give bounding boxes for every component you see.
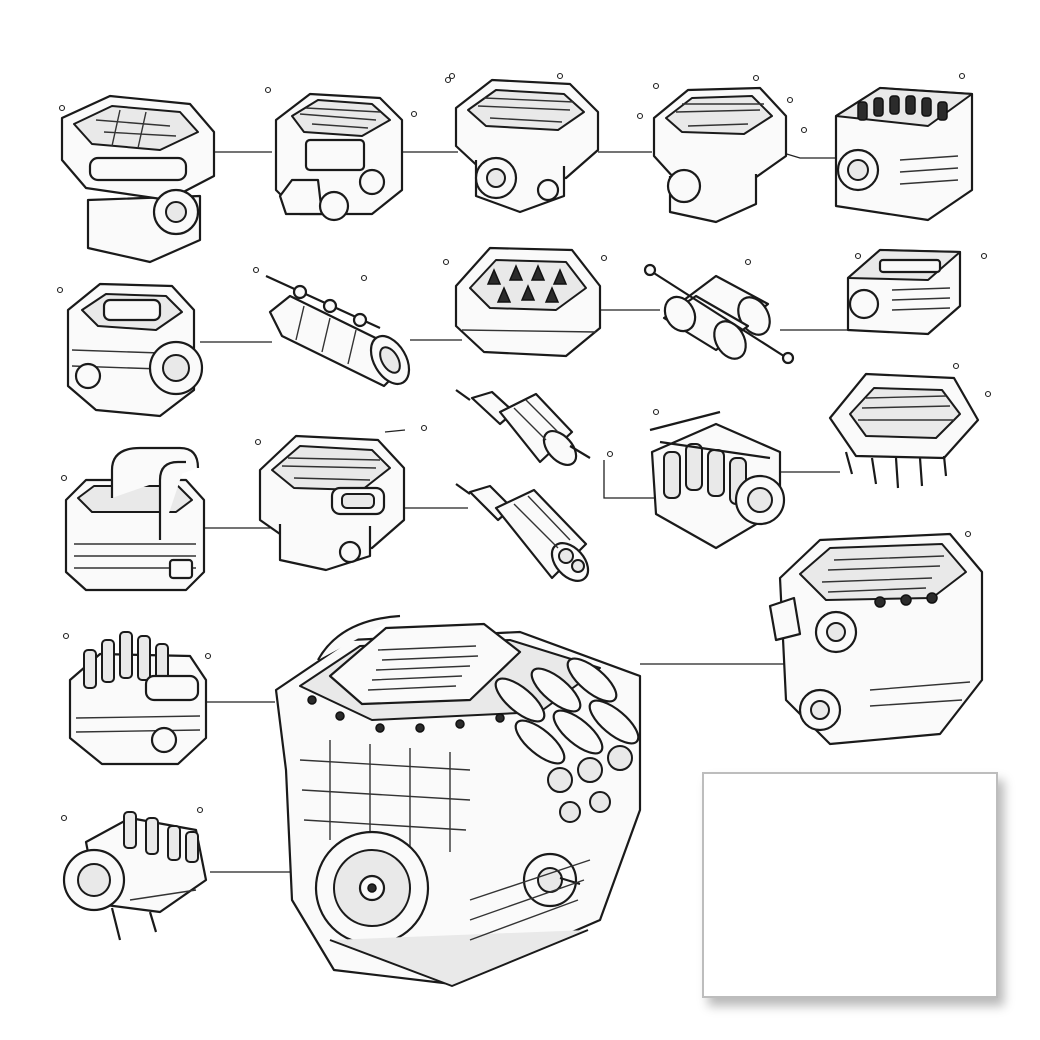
leader-lines (195, 151, 848, 873)
label-markers (448, 72, 808, 458)
cylinder-head-unit (768, 530, 984, 746)
sensor-probe-a (455, 389, 591, 466)
air-box-housing (444, 72, 600, 214)
oil-filler-tank (60, 446, 206, 592)
ribbed-cover (828, 362, 992, 489)
engine-block-assembly (274, 614, 642, 987)
injector-pair (643, 258, 795, 365)
air-manifold (254, 424, 428, 572)
valve-tray (442, 246, 608, 358)
valve-cover-small (56, 282, 204, 418)
throttle-body-assembly (264, 86, 418, 222)
coil-rail (649, 408, 786, 550)
intake-plenum (58, 94, 216, 264)
sensor-housing (846, 248, 988, 336)
intake-throttle (60, 806, 208, 941)
coil-pack-box (834, 72, 974, 222)
cam-tube (252, 266, 411, 388)
sensor-probe-b (455, 483, 590, 582)
fuel-rail-block (652, 74, 794, 224)
injector-block (62, 631, 212, 766)
blank-label-panel (702, 772, 998, 998)
